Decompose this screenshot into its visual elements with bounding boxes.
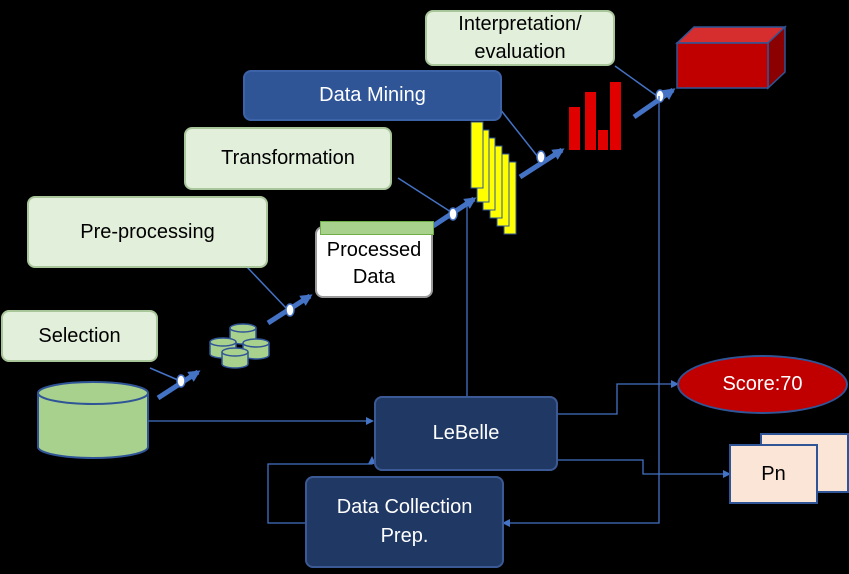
interpretation-to-collection xyxy=(502,96,660,527)
connectors xyxy=(148,96,731,527)
processed-data-tab xyxy=(320,221,434,235)
processed-data-label: Processed Data xyxy=(326,239,422,288)
transformation-box: Transformation xyxy=(184,127,392,190)
knowledge-box-icon xyxy=(675,25,787,90)
score-badge: Score:70 xyxy=(677,355,848,414)
interpretation-label: Interpretation/ evaluation xyxy=(458,13,582,63)
interpretation-box: Interpretation/ evaluation xyxy=(425,10,615,66)
lebelle-box: LeBelle xyxy=(374,396,558,471)
pages-label: Pn xyxy=(761,462,786,485)
lebelle-to-pages xyxy=(557,459,731,478)
selection-label: Selection xyxy=(38,324,121,347)
selection-box: Selection xyxy=(1,310,158,362)
small-databases-icon xyxy=(209,323,270,369)
database-icon xyxy=(37,381,149,459)
data-collection-label: Data Collection Prep. xyxy=(336,496,473,547)
arrow-interpretation xyxy=(632,87,676,120)
data-collection-box: Data Collection Prep. xyxy=(305,476,504,568)
page-front: Pn xyxy=(729,444,818,504)
transformation-label: Transformation xyxy=(221,147,355,169)
lebelle-label: LeBelle xyxy=(432,422,500,444)
preprocessing-box: Pre-processing xyxy=(27,196,268,268)
small-db-1 xyxy=(229,323,257,345)
patterns-icon xyxy=(470,121,517,235)
score-label: Score:70 xyxy=(722,373,803,395)
preprocessing-label: Pre-processing xyxy=(80,220,215,243)
data-mining-box: Data Mining xyxy=(243,70,502,121)
small-db-4 xyxy=(221,347,249,369)
data-mining-label: Data Mining xyxy=(319,84,426,106)
knowledge-chart-icon xyxy=(569,82,621,150)
collection-to-lebelle xyxy=(267,456,376,524)
callout-pointers xyxy=(149,65,665,388)
lebelle-to-score xyxy=(557,380,679,415)
processed-data-box: Processed Data xyxy=(315,226,433,298)
